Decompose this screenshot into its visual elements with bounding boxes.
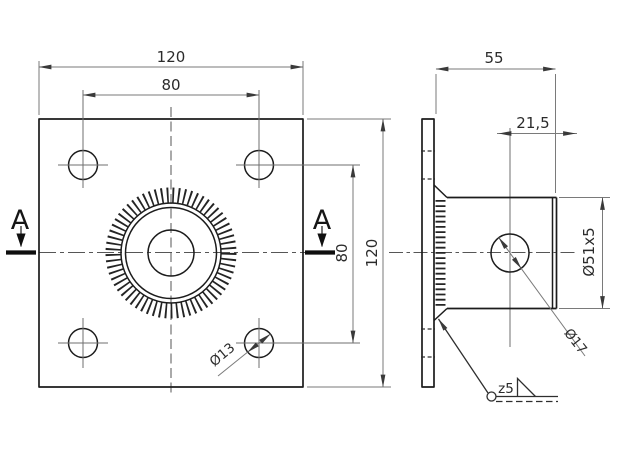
weld-leader-line [437, 318, 489, 394]
dim-plate-height-label: 120 [363, 239, 381, 268]
section-markers: A A [6, 205, 335, 255]
weld-bead-ring [105, 187, 237, 319]
weld-fillet-bottom [433, 307, 448, 322]
front-dimensions: 120 80 120 80 Ø13 [38, 48, 391, 388]
bolt-hole-diameter-line [247, 333, 271, 353]
plate-hidden-hole-lines [421, 150, 435, 358]
side-view: 55 21,5 Ø51x5 Ø17 z5 [389, 49, 610, 403]
tube-outline [447, 196, 558, 310]
dim-assembly-depth-label: 55 [484, 49, 503, 67]
dim-bolt-spacing-vertical-label: 80 [333, 243, 351, 262]
center-hole-circle [147, 229, 195, 277]
fillet-weld-icon [516, 376, 536, 397]
tube-cross-hole [490, 233, 530, 273]
tube-outer-circle [120, 202, 222, 304]
cross-hole-diameter-line [498, 237, 522, 269]
dim-hole-offset-label: 21,5 [516, 114, 549, 132]
front-view: 120 80 120 80 Ø13 A A [6, 48, 391, 397]
weld-joint [433, 184, 448, 322]
section-label-left: A [11, 205, 30, 236]
tube-inner-circle [124, 206, 218, 300]
plate-outline [38, 118, 304, 388]
weld-size-label: z5 [498, 381, 514, 397]
side-dimensions: 55 21,5 Ø51x5 Ø17 [435, 49, 610, 358]
leader-tail [520, 268, 586, 357]
dim-bolt-spacing-horizontal-label: 80 [161, 76, 180, 94]
section-label-right: A [313, 205, 332, 236]
dim-plate-width-label: 120 [157, 48, 186, 66]
cross-hole-diameter-label: Ø17 [560, 326, 590, 358]
plate-edge-outline [421, 118, 435, 388]
weld-fillet-top [433, 184, 448, 199]
weld-symbol: z5 [437, 318, 558, 403]
weld-all-around-icon [486, 391, 497, 402]
front-centerlines [10, 107, 334, 397]
bolt-hole-diameter-label: Ø13 [207, 340, 239, 370]
leader-tail [217, 351, 248, 377]
hub [105, 187, 237, 319]
tube-size-label: Ø51x5 [580, 227, 598, 276]
